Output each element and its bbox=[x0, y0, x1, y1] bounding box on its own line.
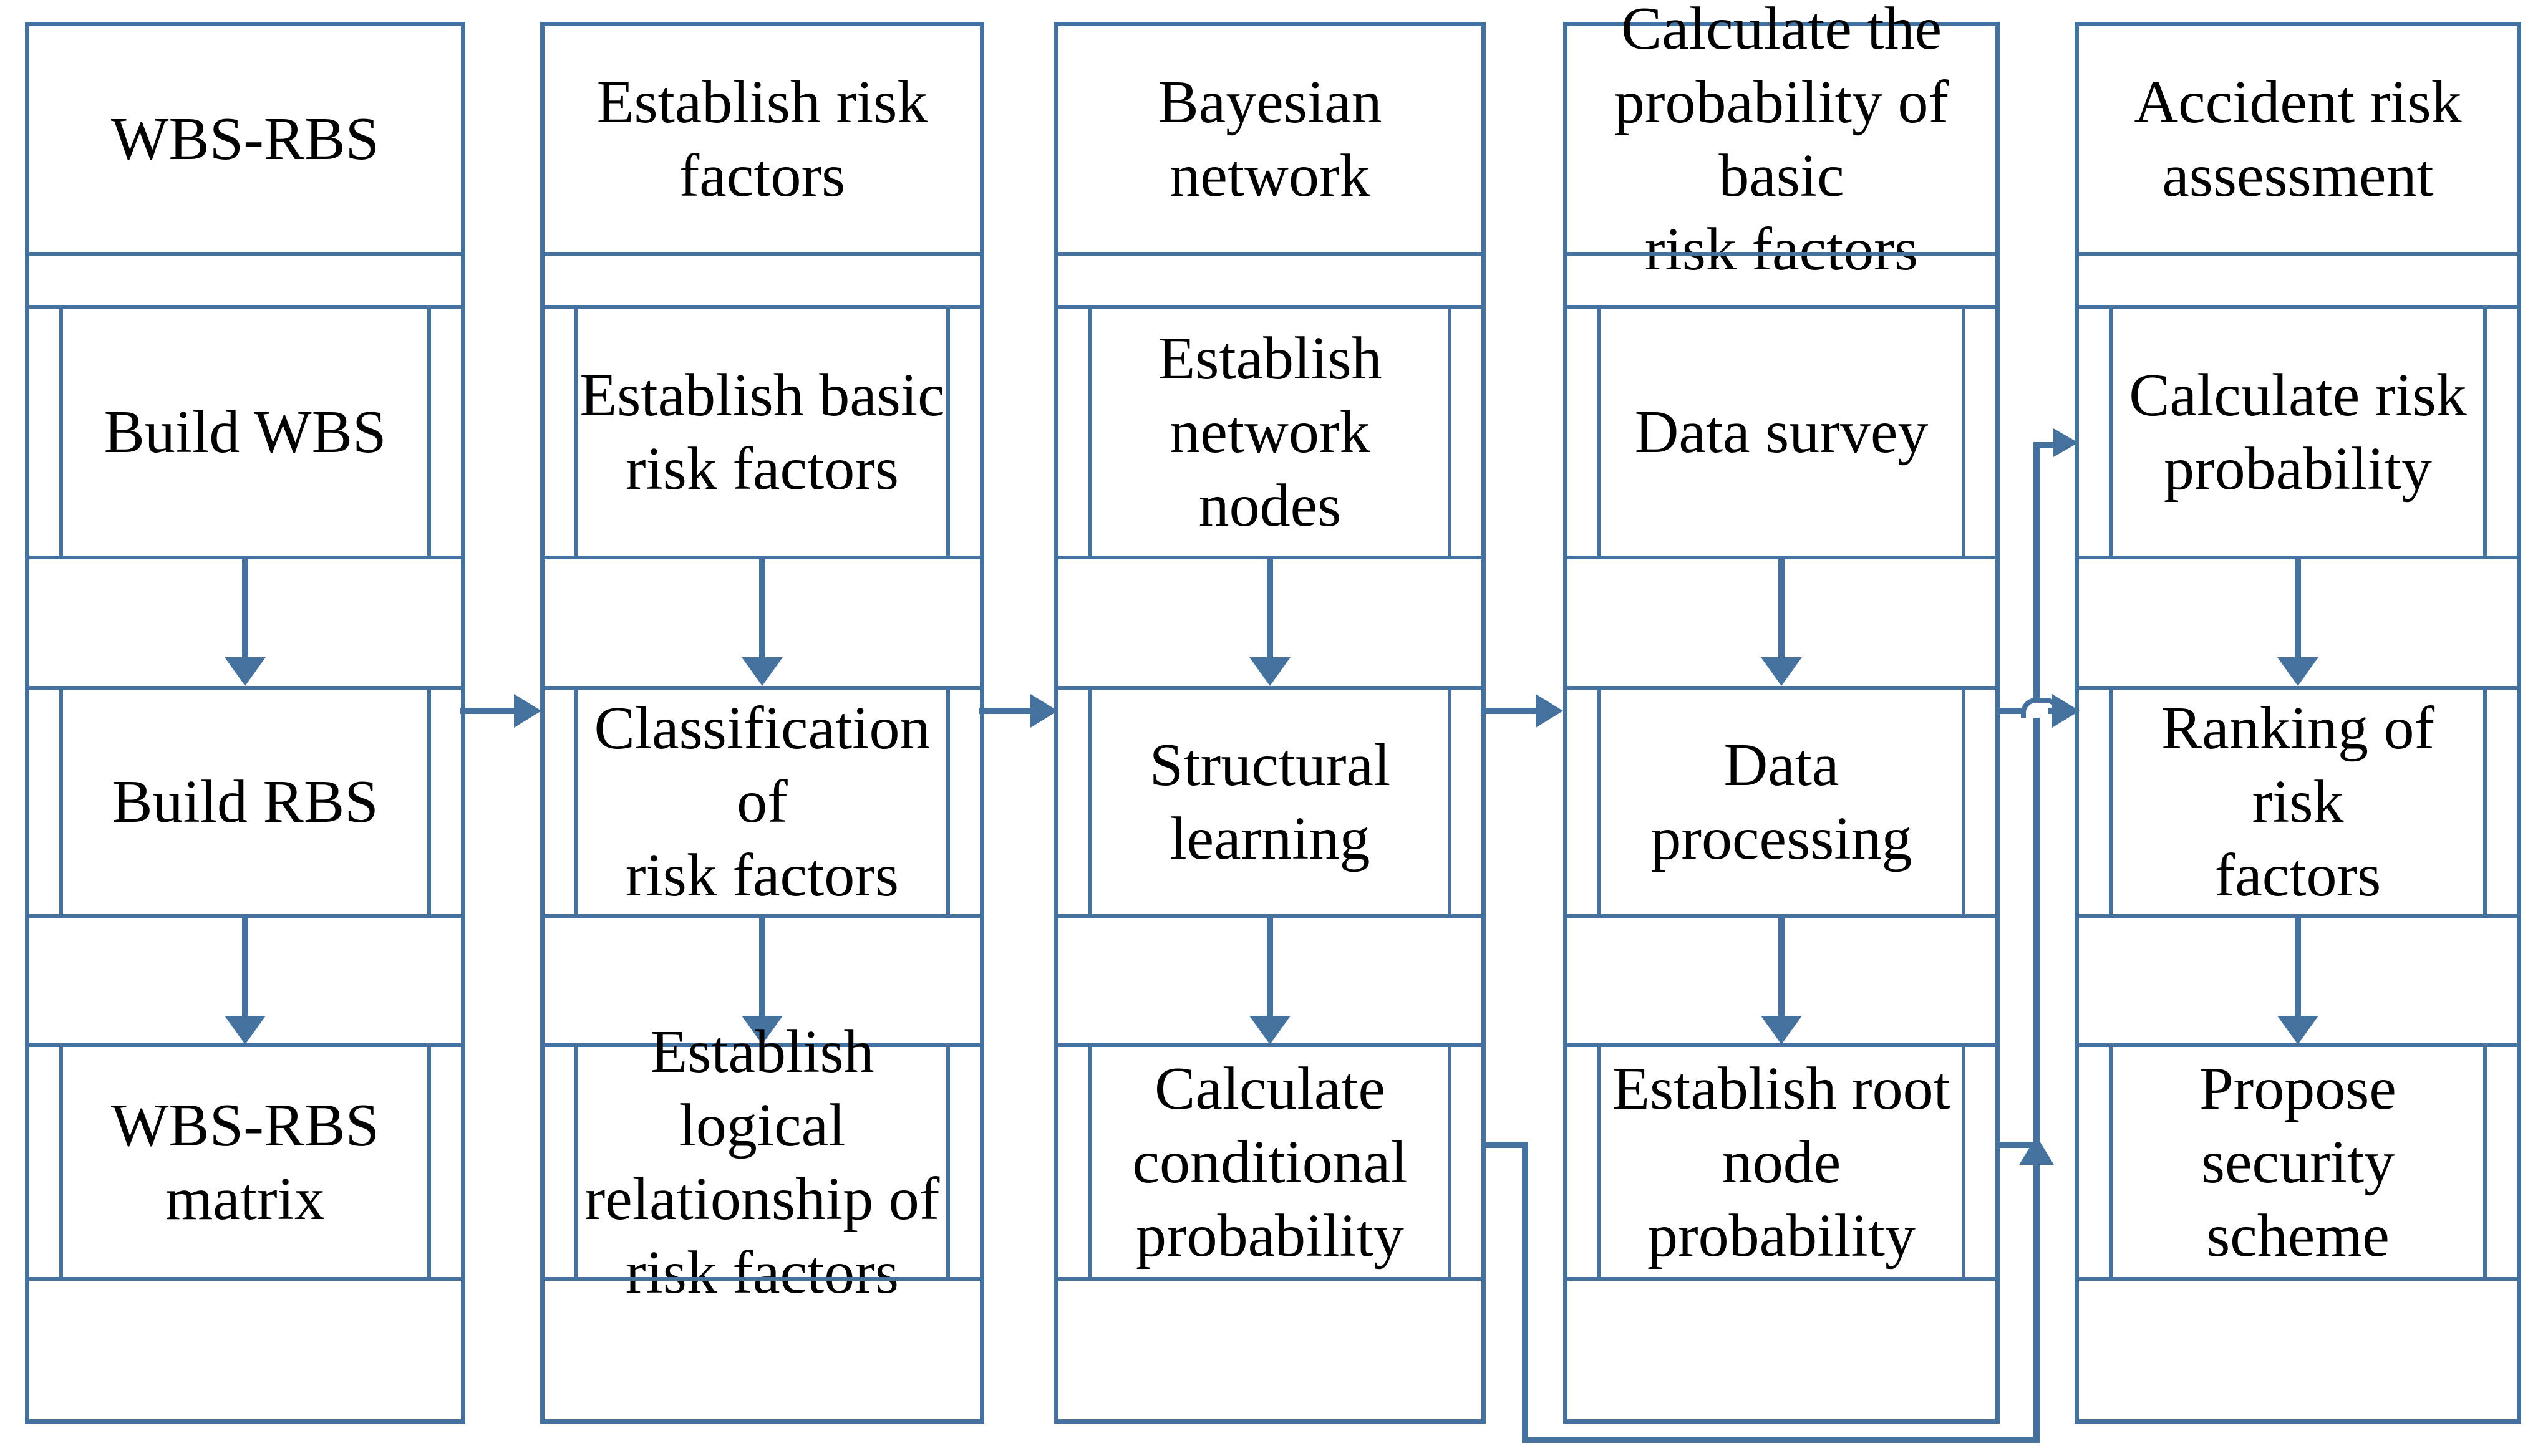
step-label: Establish basic risk factors bbox=[579, 362, 945, 503]
step-label: Calculate risk probability bbox=[2129, 362, 2467, 503]
lane-header: Calculate the probability of basic risk … bbox=[1567, 0, 1995, 283]
route-rootnode-vertical bbox=[2033, 442, 2040, 1148]
down-arrow-icon bbox=[1058, 556, 1481, 686]
lane-wbs-rbs: WBS-RBS Build WBS Build RBS WBS-RBS matr… bbox=[25, 22, 465, 1424]
lane-spacer bbox=[545, 252, 980, 305]
down-arrow-icon bbox=[1567, 914, 1995, 1044]
route-rootnode-elbow bbox=[2033, 442, 2055, 448]
step-box: Establish network nodes bbox=[1058, 305, 1481, 556]
step-box: Propose security scheme bbox=[2079, 1043, 2517, 1277]
step-label: Calculate conditional probability bbox=[1132, 1054, 1408, 1270]
flow-arrowhead-col1-col2 bbox=[514, 694, 541, 728]
lane-header: WBS-RBS bbox=[29, 26, 461, 252]
route-conditional-exit bbox=[1486, 1142, 1528, 1148]
lane-risk-assessment: Accident risk assessment Calculate risk … bbox=[2075, 22, 2521, 1424]
lane-header-label: Establish risk factors bbox=[596, 69, 928, 210]
lane-spacer bbox=[545, 1277, 980, 1419]
lane-spacer bbox=[1567, 1277, 1995, 1419]
step-label: Data processing bbox=[1650, 731, 1912, 872]
lane-spacer bbox=[1058, 1277, 1481, 1419]
lane-header-label: Accident risk assessment bbox=[2134, 69, 2462, 210]
flow-arrow-col4-col5 bbox=[1998, 708, 2023, 714]
down-arrow-icon bbox=[1058, 914, 1481, 1044]
lane-header: Establish risk factors bbox=[545, 26, 980, 252]
lane-spacer bbox=[1567, 252, 1995, 305]
flow-arrow-col3-col4 bbox=[1481, 708, 1537, 714]
lane-basic-probability: Calculate the probability of basic risk … bbox=[1563, 0, 2000, 1424]
lane-header: Accident risk assessment bbox=[2079, 26, 2517, 252]
flow-arrow-col1-col2 bbox=[460, 708, 515, 714]
arrowhead-into-calculate-risk-probability bbox=[2053, 428, 2078, 457]
step-box: Build WBS bbox=[29, 305, 461, 556]
route-conditional-bottom bbox=[1522, 1437, 2040, 1443]
step-box: Structural learning bbox=[1058, 686, 1481, 914]
lane-header-label: Calculate the probability of basic risk … bbox=[1614, 0, 1949, 283]
flow-arrowhead-col3-col4 bbox=[1536, 694, 1563, 728]
lane-bayesian-network: Bayesian network Establish network nodes… bbox=[1054, 22, 1486, 1424]
step-box: Establish basic risk factors bbox=[545, 305, 980, 556]
down-arrow-icon bbox=[2079, 914, 2517, 1044]
down-arrow-icon bbox=[545, 914, 980, 1044]
down-arrow-icon bbox=[2079, 556, 2517, 686]
step-label: Establish network nodes bbox=[1158, 325, 1382, 539]
lane-header-label: WBS-RBS bbox=[110, 105, 380, 173]
step-box: Calculate conditional probability bbox=[1058, 1043, 1481, 1277]
route-conditional-drop bbox=[1522, 1142, 1528, 1443]
step-label: Ranking of risk factors bbox=[2161, 695, 2435, 909]
step-box: Data survey bbox=[1567, 305, 1995, 556]
arrowhead-merge-up-icon bbox=[2019, 1136, 2054, 1165]
down-arrow-icon bbox=[545, 556, 980, 686]
flow-arrow-col2-col3 bbox=[979, 708, 1032, 714]
step-label: Build WBS bbox=[104, 398, 387, 466]
step-box: Establish logical relationship of risk f… bbox=[545, 1018, 980, 1306]
lane-spacer bbox=[29, 1277, 461, 1419]
lane-header-label: Bayesian network bbox=[1158, 69, 1382, 210]
down-arrow-icon bbox=[29, 914, 461, 1044]
step-box: Establish root node probability bbox=[1567, 1043, 1995, 1277]
lane-header: Bayesian network bbox=[1058, 26, 1481, 252]
lane-spacer bbox=[29, 252, 461, 305]
step-label: Data survey bbox=[1634, 398, 1929, 466]
flow-arrowhead-col4-col5 bbox=[2052, 694, 2080, 728]
route-conditional-rise bbox=[2033, 1165, 2040, 1443]
down-arrow-icon bbox=[1567, 556, 1995, 686]
lane-spacer bbox=[1058, 252, 1481, 305]
step-label: Build RBS bbox=[112, 768, 379, 836]
lane-risk-factors: Establish risk factors Establish basic r… bbox=[540, 22, 984, 1424]
step-label: Establish root node probability bbox=[1612, 1054, 1950, 1270]
flow-arrow-col4-col5-tail bbox=[2048, 708, 2053, 714]
step-label: Propose security scheme bbox=[2199, 1054, 2396, 1270]
step-label: Classification of risk factors bbox=[594, 695, 931, 909]
step-box: Calculate risk probability bbox=[2079, 305, 2517, 556]
lane-spacer bbox=[2079, 1277, 2517, 1419]
step-box: WBS-RBS matrix bbox=[29, 1043, 461, 1277]
step-box: Classification of risk factors bbox=[545, 686, 980, 914]
step-box: Build RBS bbox=[29, 686, 461, 914]
flow-arrowhead-col2-col3 bbox=[1030, 694, 1058, 728]
step-box: Data processing bbox=[1567, 686, 1995, 914]
down-arrow-icon bbox=[29, 556, 461, 686]
step-box: Ranking of risk factors bbox=[2079, 686, 2517, 914]
step-label: Structural learning bbox=[1149, 731, 1391, 872]
lane-spacer bbox=[2079, 252, 2517, 305]
step-label: WBS-RBS matrix bbox=[110, 1091, 380, 1233]
step-label: Establish logical relationship of risk f… bbox=[584, 1018, 940, 1306]
